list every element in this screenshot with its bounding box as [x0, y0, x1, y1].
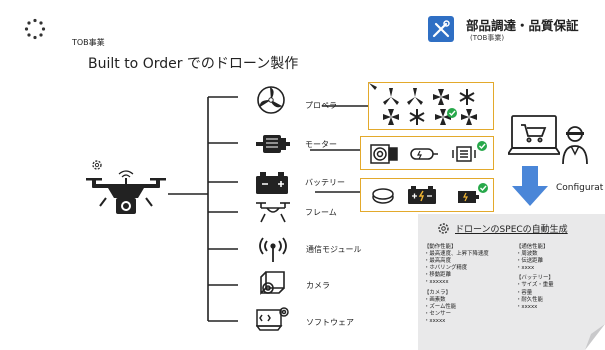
motor-icon	[256, 135, 290, 153]
spec-line: ・xxxxx	[424, 317, 446, 324]
spec-line: ・移動距離	[424, 272, 451, 279]
person-icon	[562, 126, 588, 164]
spec-col-2: 【通信性能】 ・周波数 ・伝送距離 ・xxxx 【バッテリー】 ・サイズ・重量 …	[516, 244, 554, 311]
battery-icon	[256, 172, 288, 194]
spec-line: ・最高速度、上昇下降速度	[424, 251, 489, 258]
spec-line: ・容量	[516, 289, 533, 296]
spec-line: ・サイズ・重量	[516, 282, 554, 289]
motor-option-icons	[370, 141, 487, 164]
propeller-icon	[257, 86, 285, 114]
software-icon	[256, 307, 289, 331]
spec-line: ・伝送距離	[516, 258, 543, 265]
spec-panel	[418, 214, 605, 350]
spec-gear-icon	[438, 223, 449, 234]
category-label-motor: モーター	[305, 140, 337, 149]
category-label-camera: カメラ	[306, 281, 330, 290]
propeller-options-box	[368, 82, 494, 130]
spec-line: ・センサー	[424, 310, 451, 317]
settings-gear-icon	[92, 160, 102, 170]
badge-title: 部品調達・品質保証	[466, 18, 579, 33]
category-label-propeller: プロペラ	[305, 101, 337, 110]
section-tag: TOB事業	[72, 38, 105, 47]
drone-icon	[86, 170, 166, 214]
configurator-label: Configurat	[556, 183, 604, 193]
laptop-cart-icon	[508, 115, 560, 155]
spec-line: ・周波数	[516, 251, 538, 258]
spec-line: ・耐久性能	[516, 296, 543, 303]
spec-panel-title: ドローンのSPECの自動生成	[455, 225, 568, 235]
tools-icon	[428, 16, 454, 42]
down-arrow-icon	[512, 166, 548, 206]
spec-line: ・画素数	[424, 296, 446, 303]
antenna-icon	[259, 237, 287, 262]
page-title: Built to Order でのドローン製作	[88, 56, 299, 72]
category-label-software: ソフトウェア	[306, 318, 354, 327]
badge-subtitle: (TOB事業)	[470, 34, 505, 42]
procurement-badge: 部品調達・品質保証 (TOB事業)	[426, 14, 605, 48]
spec-line: ・xxxxxx	[424, 279, 449, 286]
spec-line: ・ホバリング精度	[424, 265, 468, 272]
spec-line: ・xxxx	[516, 265, 535, 272]
category-label-battery: バッテリー	[305, 178, 345, 187]
battery-options-box	[360, 178, 494, 212]
category-label-comm: 通信モジュール	[306, 245, 362, 254]
camera-icon	[260, 271, 285, 295]
spec-panel-fold	[585, 324, 605, 350]
spec-line: ・xxxxx	[516, 303, 538, 310]
spec-line: 【バッテリー】	[516, 275, 554, 282]
category-label-frame: フレーム	[305, 208, 337, 217]
motor-options-box	[360, 136, 494, 170]
battery-option-icons	[372, 183, 488, 204]
spec-col-1: 【動作性能】 ・最高速度、上昇下降速度 ・最高高度 ・ホバリング精度 ・移動距離…	[424, 244, 489, 325]
spec-line: ・最高高度	[424, 258, 451, 265]
spinner-icon	[24, 18, 46, 40]
spec-line: ・ズーム性能	[424, 303, 457, 310]
spec-line: 【通信性能】	[516, 244, 549, 250]
spec-line: 【カメラ】	[424, 289, 451, 296]
spec-line: 【動作性能】	[424, 244, 457, 250]
frame-icon	[256, 202, 290, 223]
propeller-option-icons	[369, 83, 477, 125]
